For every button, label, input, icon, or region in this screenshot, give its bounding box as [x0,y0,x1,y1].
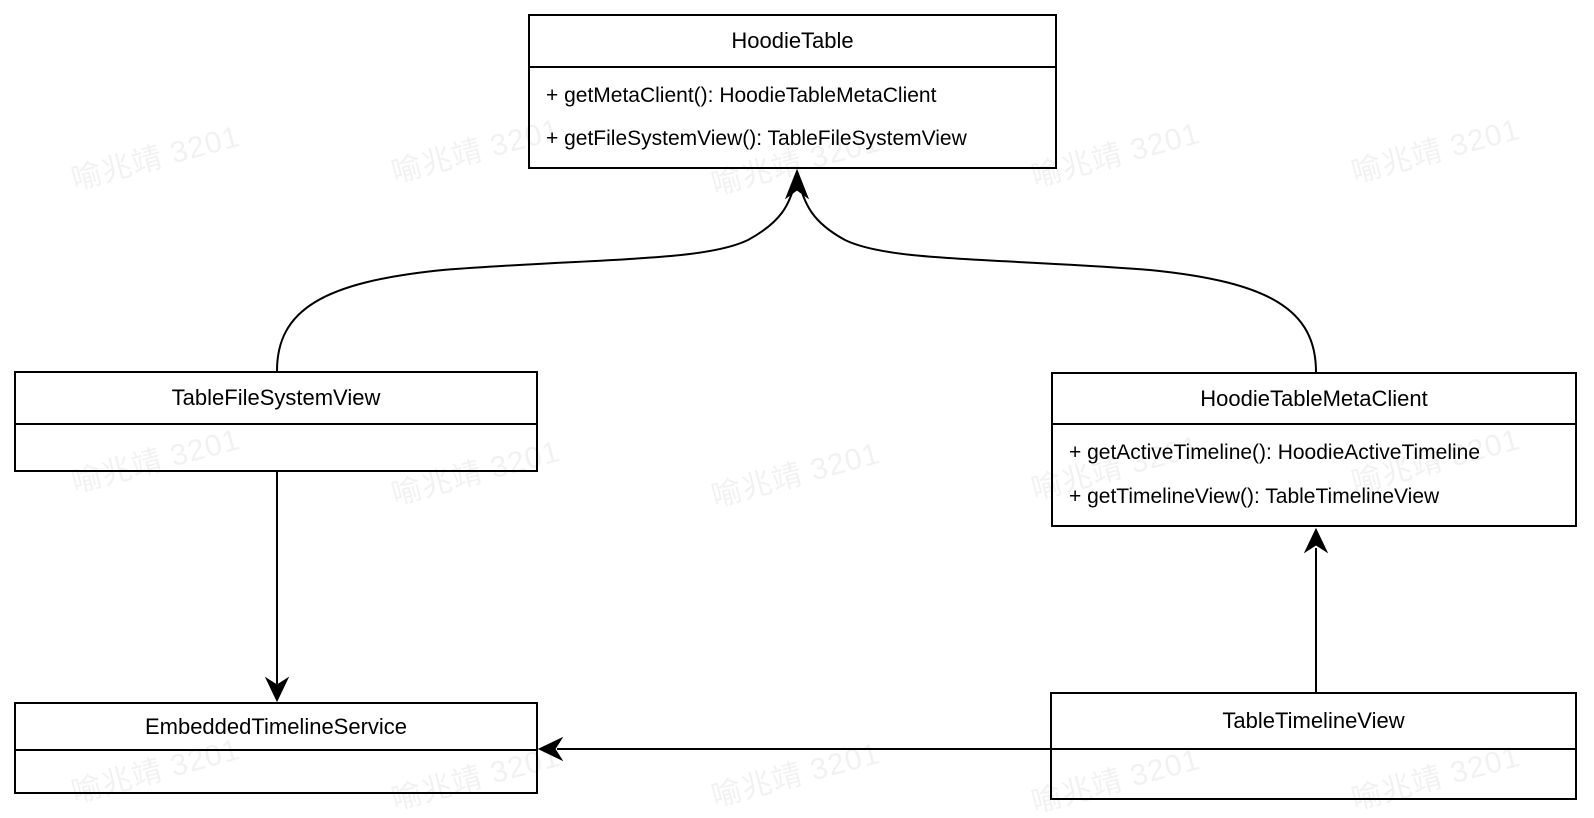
class-box-embeddedtimelineservice: EmbeddedTimelineService [14,702,538,794]
arrowhead-at-hoodietablemetaclient-icon [1303,527,1329,554]
method-gettimelineview: + getTimelineView(): TableTimelineView [1069,485,1440,508]
class-title-tabletimelineview: TableTimelineView [1052,694,1575,750]
class-box-hoodietable: HoodieTable + getMetaClient(): HoodieTab… [528,14,1057,169]
class-title-tablefilesystemview: TableFileSystemView [16,373,536,425]
class-body-hoodietablemetaclient: + getActiveTimeline(): HoodieActiveTimel… [1053,425,1575,525]
class-box-tablefilesystemview: TableFileSystemView [14,371,538,472]
edge-hoodietablemetaclient-to-hoodietable [797,178,1317,373]
edge-tablefilesystemview-to-hoodietable [276,178,797,372]
method-getactivetimeline: + getActiveTimeline(): HoodieActiveTimel… [1069,441,1481,464]
arrowhead-at-embeddedtimelineservice-right-icon [537,736,564,762]
class-box-tabletimelineview: TableTimelineView [1050,692,1577,800]
class-body-embeddedtimelineservice [16,751,536,792]
class-title-hoodietable: HoodieTable [530,16,1055,68]
class-body-hoodietable: + getMetaClient(): HoodieTableMetaClient… [530,68,1055,167]
class-box-hoodietablemetaclient: HoodieTableMetaClient + getActiveTimelin… [1051,372,1577,527]
class-body-tablefilesystemview [16,425,536,470]
class-body-tabletimelineview [1052,750,1575,798]
arrowhead-at-hoodietable-icon [784,168,810,200]
class-title-embeddedtimelineservice: EmbeddedTimelineService [16,704,536,751]
arrowhead-at-embeddedtimelineservice-top-icon [264,676,290,703]
method-getfilesystemview: + getFileSystemView(): TableFileSystemVi… [546,127,967,151]
method-getmetaclient: + getMetaClient(): HoodieTableMetaClient [546,83,937,107]
class-title-hoodietablemetaclient: HoodieTableMetaClient [1053,374,1575,425]
